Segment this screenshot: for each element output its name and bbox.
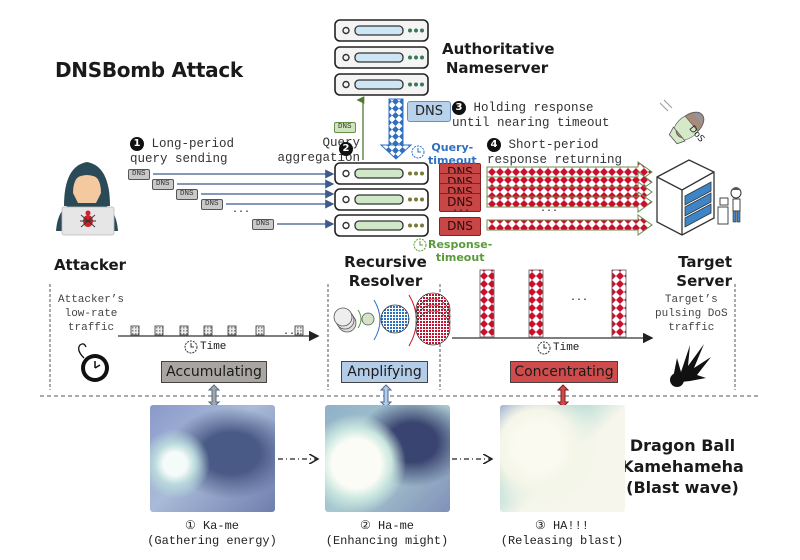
- phase-accumulating: Accumulating: [161, 361, 267, 383]
- step-3-text: Holding response until nearing timeout: [452, 101, 610, 130]
- dns-response-packet: DNS: [439, 193, 481, 212]
- attacker-clock-icon: [184, 340, 198, 354]
- recursive-resolver-icon: [334, 162, 429, 237]
- stage-2-caption: ② Ha-me (Enhancing might): [312, 519, 462, 549]
- step-2-badge-wrap: 2: [339, 137, 353, 156]
- dns-query-packet: DNS: [176, 189, 198, 200]
- step-4-text: Short-period response returning: [487, 138, 623, 167]
- stage-3-title: HA!!!: [552, 519, 589, 533]
- amplification-icon: [333, 292, 451, 347]
- dns-query-packet: DNS: [201, 199, 223, 210]
- authoritative-nameserver-label: Authoritative Nameserver: [442, 40, 555, 77]
- response-burst-arrows: [486, 161, 653, 236]
- dns-query-packet: DNS: [252, 219, 274, 230]
- stage-2-num: ②: [360, 519, 371, 533]
- step-3-annotation: 3 Holding response until nearing timeout: [452, 101, 610, 131]
- stage-2-title: Ha-me: [377, 519, 414, 533]
- dns-query-packet: DNS: [152, 179, 174, 190]
- step-3-badge: 3: [452, 101, 466, 115]
- held-dns-response: DNS: [407, 101, 451, 122]
- aggregated-dns-query: DNS: [334, 122, 356, 133]
- attacker-icon: [56, 162, 118, 236]
- attacker-time-label: Time: [200, 341, 227, 353]
- attacker-label: Attacker: [53, 256, 127, 274]
- response-timeout-clock-icon: [413, 238, 427, 252]
- authoritative-nameserver-icon: [334, 19, 429, 96]
- target-server-label: Target Server: [676, 253, 732, 290]
- link-arrow-amplifying: [379, 384, 393, 408]
- target-server-icon: [656, 159, 742, 236]
- stage-3-num: ③: [535, 519, 546, 533]
- traffic-ellipsis: ...: [283, 327, 302, 338]
- kamehameha-image-3: [500, 405, 625, 512]
- query-timeout-clock-icon: [411, 145, 425, 159]
- target-time-label: Time: [553, 342, 580, 354]
- explosion-icon: [670, 344, 711, 387]
- stage-1-title: Ka-me: [202, 519, 239, 533]
- dos-bomb-icon: [668, 111, 705, 145]
- phase-accumulating-label: Accumulating: [166, 364, 262, 380]
- dns-response-packet: DNS: [439, 217, 481, 236]
- stage-1-num: ①: [185, 519, 196, 533]
- held-response-arrow: [379, 98, 413, 160]
- target-traffic-label: Target’s pulsing DoS traffic: [655, 294, 728, 334]
- attacker-traffic-label: Attacker’s low-rate traffic: [58, 294, 125, 334]
- step-4-badge: 4: [487, 138, 501, 152]
- step-1-text: Long-period query sending: [130, 137, 235, 166]
- pulse-bars: [479, 269, 627, 338]
- pulse-ellipsis: ...: [570, 293, 589, 304]
- query-timeout-label: Query- timeout: [428, 141, 477, 167]
- stage-3-subtitle: (Releasing blast): [500, 534, 624, 548]
- stage-2-subtitle: (Enhancing might): [325, 534, 449, 548]
- phase-concentrating-label: Concentrating: [514, 364, 614, 380]
- phase-amplifying: Amplifying: [341, 361, 428, 383]
- low-rate-packets: [130, 325, 304, 336]
- stage-1-caption: ① Ka-me (Gathering energy): [137, 519, 287, 549]
- phase-amplifying-label: Amplifying: [347, 364, 422, 380]
- stopwatch-bomb-icon: [78, 343, 109, 382]
- step-1-annotation: 1 Long-period query sending: [130, 137, 234, 167]
- stage-3-caption: ③ HA!!! (Releasing blast): [487, 519, 637, 549]
- kamehameha-image-2: [325, 405, 450, 512]
- step-2-badge: 2: [339, 142, 353, 156]
- dns-query-packet: DNS: [128, 169, 150, 180]
- query-arrows: [153, 169, 335, 229]
- response-timeout-label: Response- timeout: [428, 238, 493, 264]
- step-4-annotation: 4 Short-period response returning: [487, 138, 622, 168]
- phase-concentrating: Concentrating: [510, 361, 618, 383]
- query-ellipsis: ...: [232, 205, 251, 216]
- recursive-resolver-label: Recursive Resolver: [344, 253, 427, 290]
- target-clock-icon: [537, 341, 551, 355]
- burst-ellipsis: ...: [540, 204, 559, 215]
- response-ellipsis: ...: [452, 204, 471, 215]
- kamehameha-analogy-label: Dragon Ball Kamehameha (Blast wave): [621, 436, 744, 497]
- kamehameha-image-1: [150, 405, 275, 512]
- step-1-badge: 1: [130, 137, 144, 151]
- stage-1-subtitle: (Gathering energy): [147, 534, 277, 548]
- diagram-title: DNSBomb Attack: [55, 58, 243, 82]
